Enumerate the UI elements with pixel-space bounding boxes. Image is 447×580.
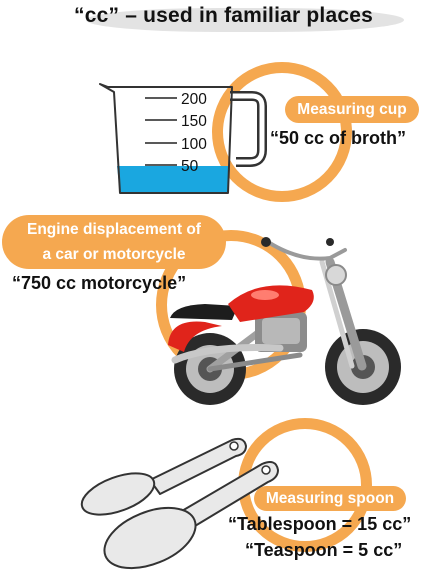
- cup-body: [99, 83, 233, 194]
- measuring-cup-label: Measuring cup: [285, 96, 419, 123]
- rear-fender: [168, 321, 222, 352]
- cup-liquid: [117, 166, 230, 193]
- teaspoon-bowl: [80, 472, 156, 516]
- engine-quote: “750 cc motorcycle”: [12, 273, 187, 293]
- engine-displacement-label: Engine displacement of a car or motorcyc…: [2, 215, 226, 269]
- cup-handle-inner: [230, 93, 265, 165]
- engine-label-line1: Engine displacement of: [27, 221, 201, 238]
- handlebar: [266, 240, 347, 261]
- headlight: [325, 264, 347, 286]
- tablespoon-handle: [174, 461, 279, 533]
- motorcycle-seat: [170, 304, 238, 320]
- engine-label-line2: a car or motorcycle: [42, 246, 186, 263]
- teaspoon-handle: [149, 437, 247, 495]
- title-highlight: [86, 8, 404, 32]
- teaspoon-quote: “Teaspoon = 5 cc”: [245, 540, 403, 560]
- cup-scale-label-200: 200: [181, 91, 207, 108]
- cup-scale-label-150: 150: [181, 113, 207, 130]
- motorcycle-tank: [228, 285, 314, 322]
- cup-scale-label-50: 50: [181, 158, 199, 175]
- tablespoon-bowl: [103, 506, 197, 570]
- cup-highlight-circle: [212, 62, 352, 202]
- measuring-cup-quote: “50 cc of broth”: [270, 128, 407, 148]
- measuring-spoon-label: Measuring spoon: [254, 486, 406, 511]
- page-title: “cc” – used in familiar places: [74, 4, 373, 27]
- cup-scale-label-100: 100: [181, 136, 207, 153]
- tablespoon-quote: “Tablespoon = 15 cc”: [228, 514, 412, 534]
- exhaust-pipe: [171, 344, 284, 364]
